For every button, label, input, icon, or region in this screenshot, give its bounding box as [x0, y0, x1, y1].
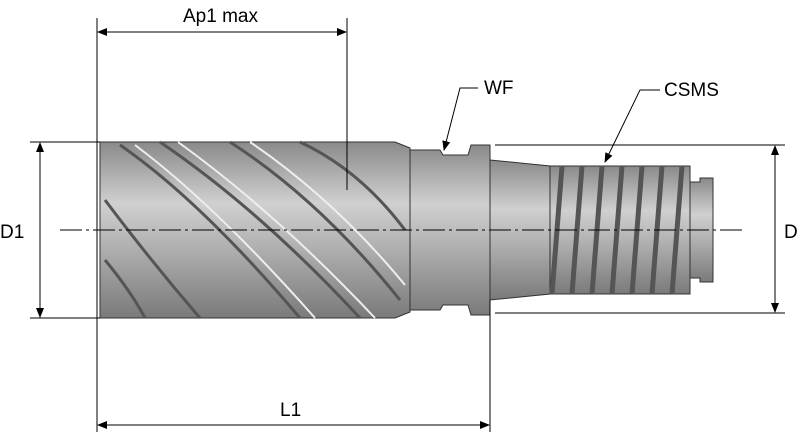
flutes	[103, 140, 407, 320]
d1-label: D1	[0, 222, 24, 243]
csms-leader	[604, 89, 660, 163]
l1-label: L1	[280, 400, 301, 421]
csms-label: CSMS	[664, 80, 719, 101]
wf-label: WF	[484, 78, 514, 99]
wf-leader	[442, 87, 478, 151]
flute-highlights	[134, 141, 406, 319]
extension-lines	[30, 18, 785, 432]
d-label: D	[784, 222, 798, 243]
ap1-max-label: Ap1 max	[183, 6, 258, 27]
